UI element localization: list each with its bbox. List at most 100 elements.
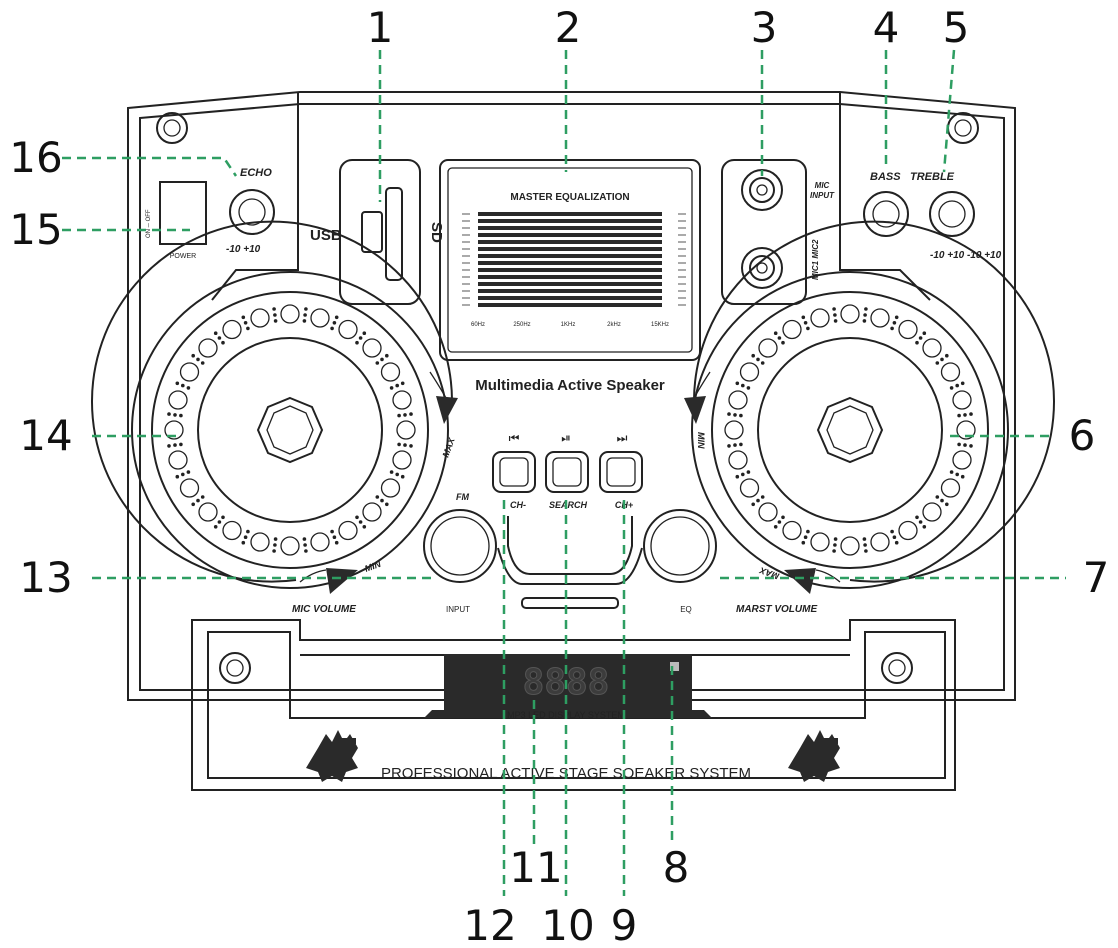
eq-bar: [478, 261, 662, 265]
echo-range: -10 +10: [226, 244, 261, 255]
right-led-dot: [863, 543, 867, 547]
eq-freq-250hz: 250Hz: [513, 322, 530, 328]
right-led-dot: [741, 383, 745, 388]
eq-freq-2khz: 2kHz: [607, 322, 621, 328]
treble-knob[interactable]: [929, 191, 975, 237]
eq-knob[interactable]: [643, 509, 717, 583]
left-led-dot: [272, 307, 276, 311]
left-led-dot: [303, 543, 307, 547]
ir-receiver: [670, 662, 679, 671]
right-led: [782, 319, 802, 340]
right-led-dot: [963, 413, 967, 417]
master-volume-label: MARST VOLUME: [736, 604, 817, 615]
right-led-dot: [781, 515, 785, 520]
play-pause-search-button[interactable]: [545, 451, 589, 493]
next-symbol: ⏭: [617, 431, 628, 445]
left-led-dot: [375, 361, 380, 365]
left-led-dot: [191, 502, 195, 507]
power-switch[interactable]: [159, 181, 207, 245]
callout-3: 3: [751, 3, 778, 52]
left-led-dot: [221, 340, 225, 345]
left-led: [250, 532, 270, 552]
right-led-dot: [739, 413, 743, 418]
callout-9: 9: [611, 901, 638, 948]
left-led-dot: [186, 386, 191, 390]
left-led-dot: [273, 537, 278, 541]
mic-jack-2[interactable]: [741, 247, 783, 289]
right-led: [739, 362, 760, 382]
left-led-dot: [385, 502, 389, 507]
left-led: [338, 319, 358, 340]
power-switch-marks: ON ─ OFF: [146, 209, 152, 238]
leader-5: [942, 49, 956, 173]
screw-top-right: [947, 112, 979, 144]
left-led-dot: [200, 361, 205, 365]
left-led-dot: [273, 543, 277, 547]
right-led-dot: [773, 331, 778, 336]
right-led-dot: [890, 326, 894, 331]
right-led-dot: [892, 535, 897, 539]
leader-lines: [62, 49, 1066, 896]
left-led-dot: [173, 413, 177, 417]
eq-bar: [478, 247, 662, 251]
left-led-dot: [409, 412, 413, 416]
min-right-label: MIN: [696, 432, 706, 449]
left-led-dot: [213, 525, 218, 529]
right-led-dot: [935, 495, 940, 499]
right-led-dot: [892, 321, 897, 325]
woofer-right-center: [816, 396, 884, 464]
right-led: [870, 532, 890, 552]
right-led-dot: [803, 535, 808, 539]
next-ch-plus-button[interactable]: [599, 451, 643, 493]
right-led: [922, 502, 942, 522]
eq-bar: [478, 303, 662, 307]
right-led-dot: [890, 529, 894, 534]
eq-freq-1khz: 1KHz: [561, 322, 576, 328]
arrow-master-volume: [784, 568, 816, 594]
right-led: [940, 362, 961, 382]
right-led: [898, 520, 918, 541]
bass-knob[interactable]: [863, 191, 909, 237]
right-led-dot: [739, 442, 743, 447]
left-led-dot: [196, 357, 200, 362]
right-led: [956, 420, 976, 440]
left-led-dot: [334, 315, 339, 320]
right-led: [840, 536, 860, 556]
right-led-dot: [864, 549, 868, 553]
left-led-dot: [395, 472, 400, 477]
right-led-dot: [727, 444, 731, 448]
left-led-dot: [179, 413, 183, 418]
fm-label: FM: [456, 492, 469, 502]
left-led-dot: [181, 383, 185, 388]
right-led-dot: [945, 353, 949, 358]
transport-controls: ⏮ ⏯ ⏭ CH- SEARCH CH+: [492, 431, 643, 510]
left-led: [168, 450, 188, 470]
input-knob[interactable]: [423, 509, 497, 583]
leader-16: [62, 156, 238, 177]
right-led-dot: [833, 543, 837, 547]
right-led-dot: [833, 313, 837, 317]
left-led-dot: [362, 331, 367, 336]
left-led: [179, 362, 200, 382]
left-led-dot: [196, 498, 200, 503]
echo-knob[interactable]: [229, 189, 275, 235]
left-led-dot: [403, 413, 407, 417]
left-led-dot: [375, 495, 380, 499]
left-led-dot: [302, 537, 307, 541]
left-led: [164, 420, 184, 440]
right-led-dot: [806, 326, 810, 331]
right-led: [870, 308, 890, 328]
right-led-dot: [922, 525, 927, 529]
right-led-dot: [777, 336, 782, 340]
eq-bar: [478, 212, 662, 216]
prev-ch-minus-button[interactable]: [492, 451, 536, 493]
left-led-dot: [304, 307, 308, 311]
right-led-dot: [746, 386, 751, 390]
mascot-logo-left: [306, 730, 358, 782]
right-led-dot: [862, 537, 867, 541]
left-led-dot: [167, 444, 171, 448]
right-led-dot: [894, 315, 899, 320]
search-label: SEARCH: [549, 500, 588, 510]
left-led-dot: [181, 472, 185, 477]
